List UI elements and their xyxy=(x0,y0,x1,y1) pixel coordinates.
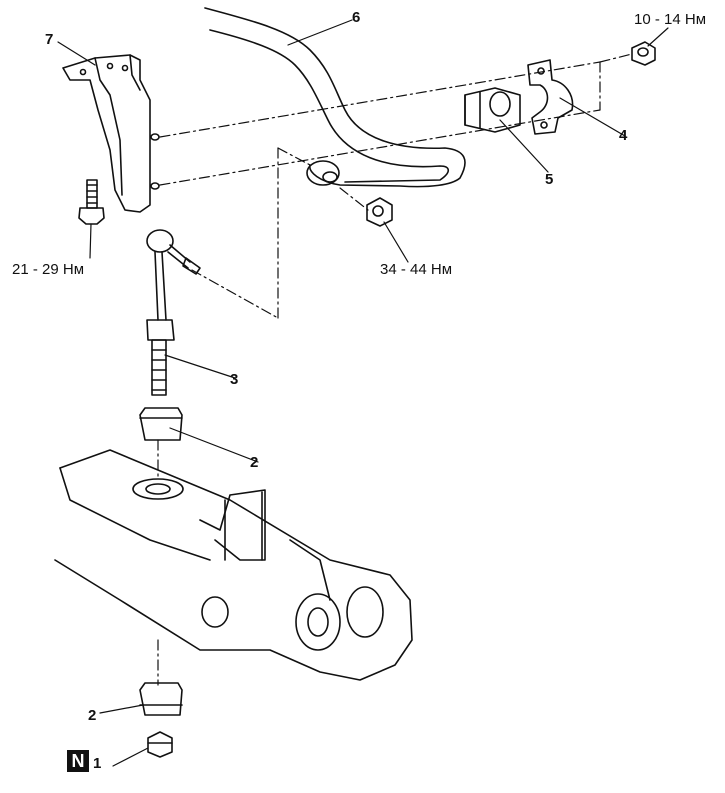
callout-5: 5 xyxy=(545,171,554,188)
callout-3: 3 xyxy=(230,371,239,388)
clamp xyxy=(528,60,573,134)
callout-2-lower: 2 xyxy=(88,707,97,724)
callout-4: 4 xyxy=(619,127,628,144)
callout-2-upper: 2 xyxy=(250,454,259,471)
washer xyxy=(133,479,183,499)
torque-mid-nut: 34 - 44 Нм xyxy=(380,261,453,278)
bracket-bolt xyxy=(79,180,104,224)
callout-7: 7 xyxy=(45,31,54,48)
stabilizer-bar xyxy=(205,8,465,187)
lower-control-arm xyxy=(55,450,412,680)
callout-1: 1 xyxy=(93,755,102,772)
callout-6: 6 xyxy=(352,9,361,26)
torque-top-nut: 10 - 14 Нм xyxy=(634,11,707,28)
alignment-lines xyxy=(158,54,632,685)
new-part-badge: N xyxy=(67,750,89,772)
bushing xyxy=(465,88,520,132)
leader-lines xyxy=(58,20,668,766)
upper-cushion xyxy=(140,408,182,440)
top-nut xyxy=(632,42,655,65)
lower-cushion xyxy=(140,683,182,715)
bracket xyxy=(63,55,159,212)
lower-nut xyxy=(148,732,172,757)
torque-bracket-bolt: 21 - 29 Нм xyxy=(12,261,85,278)
stabilizer-link xyxy=(147,230,200,395)
mid-nut xyxy=(367,198,392,226)
